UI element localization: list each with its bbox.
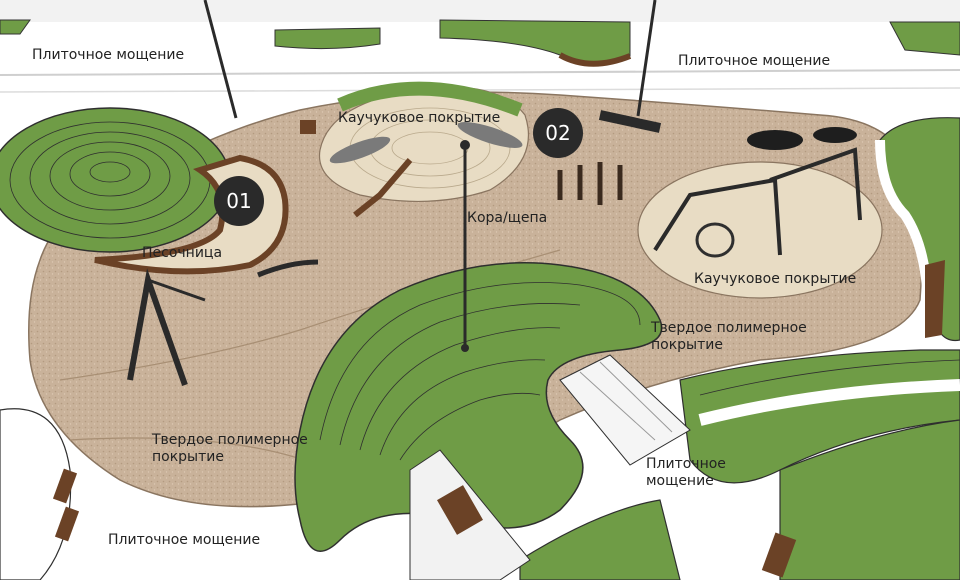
label-tile-top-left: Плиточное мощение xyxy=(32,47,185,63)
label-polymer-right: Твердое полимерное покрытие xyxy=(651,320,807,353)
bottom-left-platform xyxy=(0,408,72,580)
left-lawn-mound xyxy=(0,107,231,253)
label-sandbox: Песочница xyxy=(142,245,223,261)
rubber-swing-area xyxy=(637,161,883,299)
label-rubber-right: Каучуковое покрытие xyxy=(694,271,857,287)
central-lawn-mound xyxy=(294,262,663,552)
label-tile-bottom: Плиточное мощение xyxy=(108,532,261,548)
label-tile-top-right: Плиточное мощение xyxy=(678,53,831,69)
label-bark: Кора/щепа xyxy=(467,210,548,226)
label-polymer-left: Твердое полимерное покрытие xyxy=(152,432,308,465)
zone-marker-02: 02 xyxy=(533,108,583,158)
zone-marker-01: 01 xyxy=(214,176,264,226)
building-strip xyxy=(0,0,960,22)
top-lawn-bed-1 xyxy=(274,27,381,50)
top-lawn-bed-3 xyxy=(889,21,960,56)
label-tile-center: Плиточное мощение xyxy=(646,456,726,489)
label-rubber-top: Каучуковое покрытие xyxy=(338,110,501,126)
